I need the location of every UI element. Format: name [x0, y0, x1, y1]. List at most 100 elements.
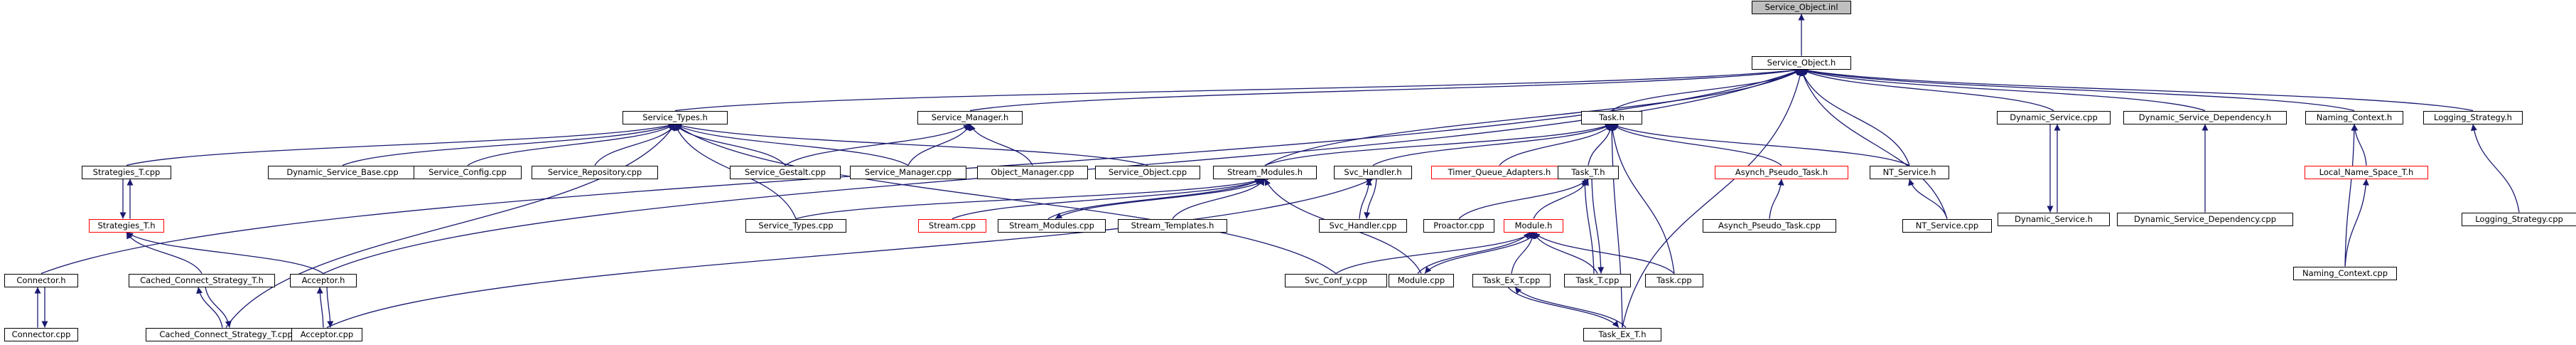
edge-task-cpp-to-task-h — [1609, 124, 1675, 274]
node-asynch-pseudo-task-cpp[interactable]: Asynch_Pseudo_Task.cpp — [1703, 218, 1836, 233]
node-asynch-pseudo-task-h[interactable]: Asynch_Pseudo_Task.h — [1715, 165, 1848, 179]
node-logging-strategy-h[interactable]: Logging_Strategy.h — [2423, 110, 2523, 124]
edge-service-gestalt-cpp-to-service-manager-h — [785, 123, 971, 166]
node-dynamic-service-h[interactable]: Dynamic_Service.h — [1998, 212, 2110, 226]
node-nt-service-h[interactable]: NT_Service.h — [1870, 165, 1949, 179]
edge-stream-modules-h-to-stream-modules-cpp — [1055, 178, 1269, 220]
edge-acceptor-h-to-acceptor-cpp — [326, 287, 334, 328]
edge-nt-service-h-to-service-object-h — [1800, 69, 1910, 166]
edge-stream-modules-h-to-service-object-h — [1264, 68, 1802, 166]
node-service-manager-h[interactable]: Service_Manager.h — [917, 110, 1023, 124]
node-stream-templates-h[interactable]: Stream_Templates.h — [1118, 218, 1227, 233]
edge-task-ex-t-h-to-service-object-h — [1622, 69, 1804, 328]
node-cached-connect-strategy-t-cpp[interactable]: Cached_Connect_Strategy_T.cpp — [146, 327, 306, 341]
edge-logging-strategy-cpp-to-logging-strategy-h — [2470, 124, 2520, 213]
node-stream-modules-cpp[interactable]: Stream_Modules.cpp — [998, 218, 1106, 233]
edge-cached-connect-strategy-t-cpp-to-cached-connect-strategy-t-h — [196, 287, 223, 328]
node-task-h[interactable]: Task.h — [1581, 110, 1642, 124]
edge-logging-strategy-h-to-service-object-h — [1801, 67, 2474, 112]
edge-dynamic-service-dependency-h-to-service-object-h — [1801, 68, 2206, 112]
node-task-t-cpp[interactable]: Task_T.cpp — [1564, 273, 1631, 287]
node-strategies-t-cpp[interactable]: Strategies_T.cpp — [82, 165, 171, 179]
edge-task-ex-t-h-to-task-h — [1608, 124, 1623, 328]
edge-task-ex-t-cpp-to-task-ex-t-h — [1507, 287, 1620, 328]
edge-dynamic-service-cpp-to-service-object-h — [1801, 68, 2054, 112]
node-module-h[interactable]: Module.h — [1504, 218, 1563, 233]
edge-service-object-cpp-to-service-types-h — [674, 122, 1148, 166]
edge-dynamic-service-base-cpp-to-service-types-h — [342, 123, 676, 166]
edge-task-t-h-to-task-t-cpp — [1591, 179, 1605, 274]
edge-strategies-t-cpp-to-service-types-h — [126, 122, 676, 166]
node-logging-strategy-cpp[interactable]: Logging_Strategy.cpp — [2462, 212, 2576, 226]
node-dynamic-service-dependency-h[interactable]: Dynamic_Service_Dependency.h — [2123, 110, 2287, 124]
node-service-gestalt-cpp[interactable]: Service_Gestalt.cpp — [730, 165, 841, 179]
node-timer-queue-adapters-h[interactable]: Timer_Queue_Adapters.h — [1431, 165, 1568, 179]
edge-task-t-h-to-task-h — [1588, 124, 1614, 166]
edge-module-h-to-module-cpp — [1424, 232, 1538, 274]
node-dynamic-service-cpp[interactable]: Dynamic_Service.cpp — [1997, 110, 2111, 124]
edge-svc-conf-y-cpp-to-module-h — [1335, 231, 1534, 275]
node-task-cpp[interactable]: Task.cpp — [1645, 273, 1703, 287]
node-acceptor-cpp[interactable]: Acceptor.cpp — [291, 327, 362, 341]
node-svc-handler-cpp[interactable]: Svc_Handler.cpp — [1319, 218, 1407, 233]
edge-stream-cpp-to-stream-modules-h — [952, 178, 1266, 220]
node-svc-conf-y-cpp[interactable]: Svc_Conf_y.cpp — [1285, 273, 1387, 287]
edge-acceptor-cpp-to-acceptor-h — [316, 287, 324, 328]
node-service-config-cpp[interactable]: Service_Config.cpp — [414, 165, 522, 179]
edge-acceptor-cpp-to-svc-handler-h — [326, 178, 1374, 329]
edge-service-manager-cpp-to-service-types-h — [674, 123, 909, 166]
node-strategies-t-h[interactable]: Strategies_T.h — [89, 218, 164, 233]
edge-asynch-pseudo-task-h-to-task-h — [1611, 123, 1782, 166]
edge-acceptor-h-to-strategies-t-h — [126, 231, 324, 275]
edge-object-manager-cpp-to-service-manager-h — [969, 124, 1033, 166]
node-cached-connect-strategy-t-h[interactable]: Cached_Connect_Strategy_T.h — [129, 273, 275, 287]
edge-service-gestalt-cpp-to-service-types-h — [674, 124, 786, 166]
node-connector-cpp[interactable]: Connector.cpp — [4, 327, 78, 341]
node-service-types-h[interactable]: Service_Types.h — [623, 110, 728, 124]
node-proactor-cpp[interactable]: Proactor.cpp — [1423, 218, 1494, 233]
edge-asynch-pseudo-task-cpp-to-asynch-pseudo-task-h — [1769, 179, 1784, 219]
edge-nt-service-h-to-task-h — [1611, 123, 1910, 166]
node-service-manager-cpp[interactable]: Service_Manager.cpp — [850, 165, 966, 179]
edge-svc-handler-h-to-svc-handler-cpp — [1364, 179, 1377, 219]
edge-service-manager-cpp-to-service-manager-h — [907, 124, 971, 166]
node-svc-handler-h[interactable]: Svc_Handler.h — [1334, 165, 1412, 179]
node-service-object-cpp[interactable]: Service_Object.cpp — [1095, 165, 1200, 179]
edge-service-config-cpp-to-service-types-h — [467, 123, 676, 166]
node-naming-context-h[interactable]: Naming_Context.h — [2305, 110, 2403, 124]
node-service-object-inl[interactable]: Service_Object.inl — [1752, 0, 1851, 14]
node-stream-modules-h[interactable]: Stream_Modules.h — [1213, 165, 1317, 179]
node-connector-h[interactable]: Connector.h — [4, 273, 78, 287]
node-local-name-space-t-h[interactable]: Local_Name_Space_T.h — [2305, 165, 2428, 179]
edge-proactor-cpp-to-task-t-h — [1458, 179, 1589, 219]
node-naming-context-cpp[interactable]: Naming_Context.cpp — [2293, 266, 2397, 280]
node-task-t-h[interactable]: Task_T.h — [1558, 165, 1619, 179]
node-acceptor-h[interactable]: Acceptor.h — [290, 273, 357, 287]
node-object-manager-cpp[interactable]: Object_Manager.cpp — [977, 165, 1088, 179]
node-task-ex-t-cpp[interactable]: Task_Ex_T.cpp — [1472, 273, 1551, 287]
node-dynamic-service-dependency-cpp[interactable]: Dynamic_Service_Dependency.cpp — [2117, 212, 2293, 226]
node-stream-cpp[interactable]: Stream.cpp — [918, 218, 986, 233]
edge-stream-modules-cpp-to-stream-modules-h — [1047, 178, 1262, 220]
edge-naming-context-cpp-to-naming-context-h — [2344, 124, 2358, 267]
edge-task-t-cpp-to-task-t-h — [1581, 179, 1595, 274]
node-service-object-h[interactable]: Service_Object.h — [1752, 55, 1851, 70]
edge-task-h-to-service-object-h — [1611, 68, 1802, 112]
node-module-cpp[interactable]: Module.cpp — [1389, 273, 1454, 287]
edge-task-ex-t-cpp-to-module-h — [1511, 232, 1536, 274]
node-service-types-cpp[interactable]: Service_Types.cpp — [745, 218, 846, 233]
node-service-repository-cpp[interactable]: Service_Repository.cpp — [532, 165, 658, 179]
edge-svc-handler-h-to-task-h — [1372, 123, 1612, 166]
node-nt-service-cpp[interactable]: NT_Service.cpp — [1902, 218, 1992, 233]
edge-service-types-h-to-service-object-h — [674, 67, 1802, 112]
edge-service-types-cpp-to-stream-modules-h — [795, 177, 1266, 220]
node-dynamic-service-base-cpp[interactable]: Dynamic_Service_Base.cpp — [268, 165, 417, 179]
edge-nt-service-cpp-to-nt-service-h — [1908, 179, 1948, 219]
edge-task-ex-t-h-to-task-ex-t-cpp — [1514, 287, 1627, 328]
node-task-ex-t-h[interactable]: Task_Ex_T.h — [1583, 327, 1661, 341]
edge-svc-handler-cpp-to-svc-handler-h — [1359, 179, 1372, 219]
edge-nt-service-cpp-to-service-object-h — [1800, 69, 1948, 219]
edge-naming-context-cpp-to-local-name-space-t-h — [2344, 179, 2369, 267]
